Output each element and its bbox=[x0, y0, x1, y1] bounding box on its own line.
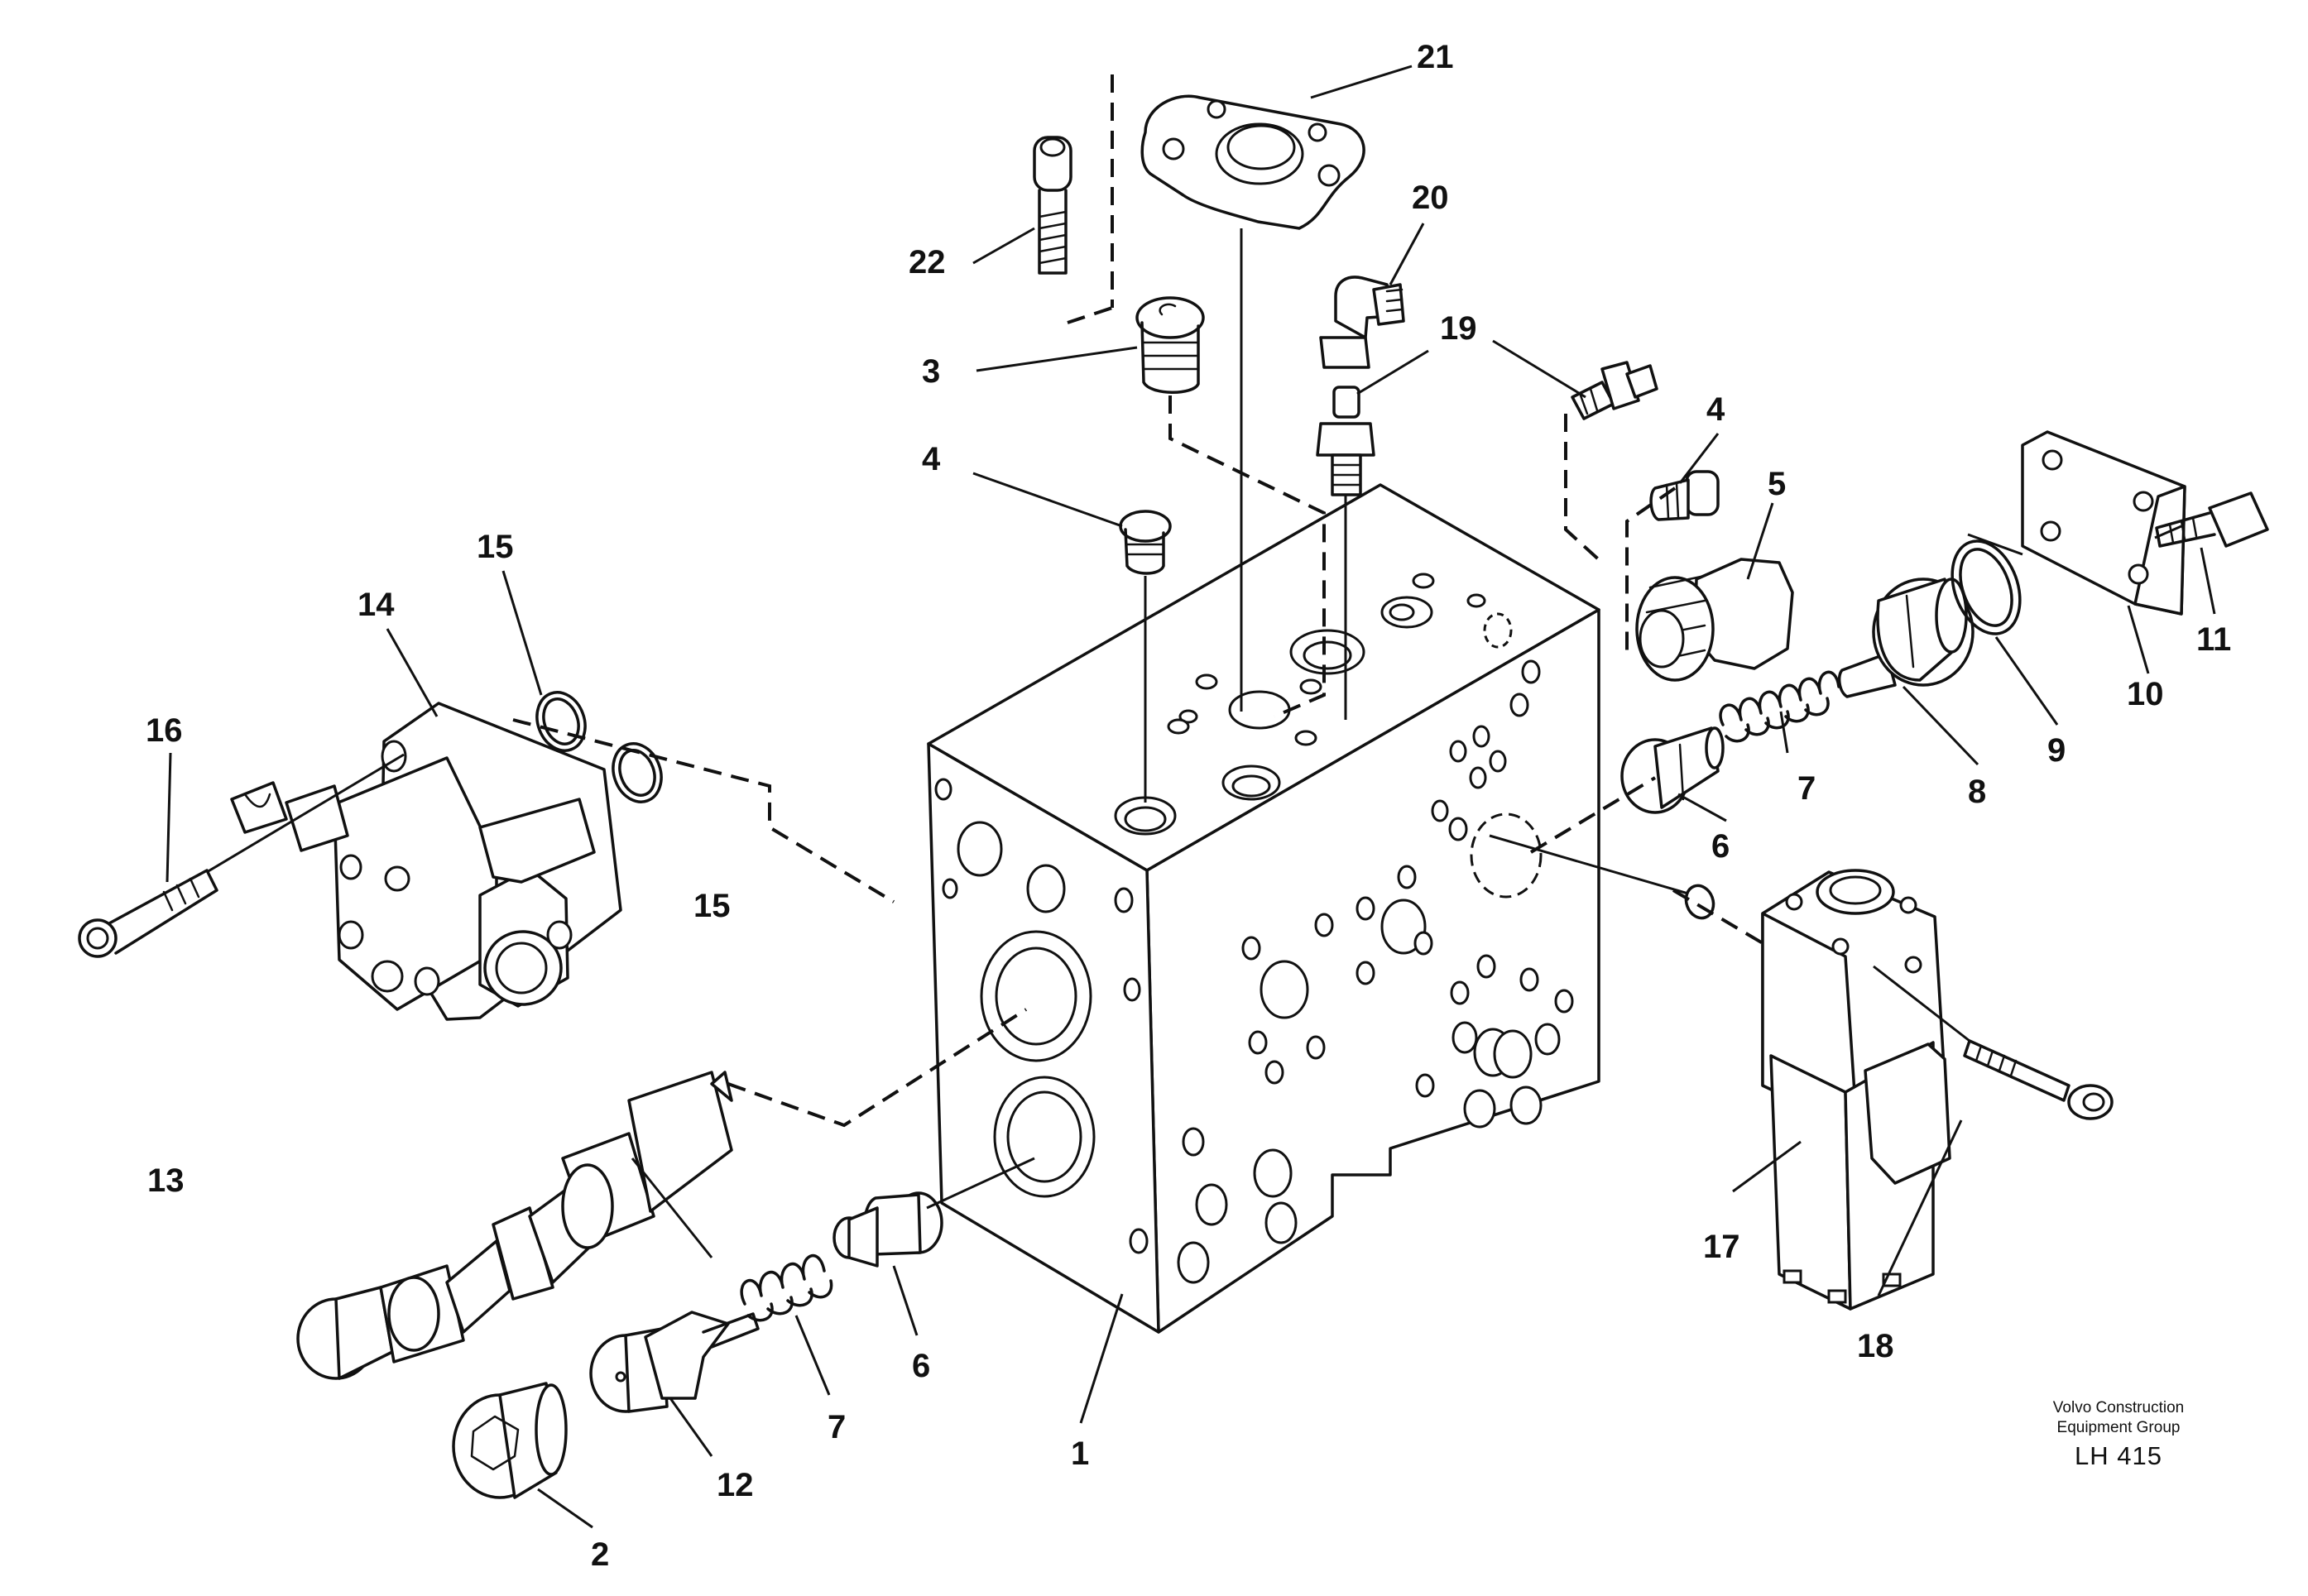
callout-3: 3 bbox=[922, 353, 940, 390]
part-1-valve-block[interactable] bbox=[927, 483, 1600, 1334]
footer-drawing-code: LH 415 bbox=[2075, 1441, 2162, 1470]
callout-1: 1 bbox=[1071, 1435, 1089, 1472]
part-7-spring-lower[interactable] bbox=[740, 1253, 833, 1322]
callout-7-lower: 7 bbox=[828, 1409, 846, 1445]
callout-11: 11 bbox=[2196, 621, 2231, 658]
part-17-solenoid-valve[interactable] bbox=[1761, 869, 1951, 1311]
callout-19: 19 bbox=[1440, 310, 1477, 347]
part-12-stem[interactable] bbox=[589, 1311, 760, 1413]
part-7-spring-right[interactable] bbox=[1719, 670, 1840, 743]
callout-18: 18 bbox=[1857, 1328, 1894, 1364]
part-10-cover-plate[interactable] bbox=[2021, 430, 2186, 616]
footer-company-line1: Volvo Construction bbox=[2052, 1399, 2185, 1416]
callout-17: 17 bbox=[1703, 1229, 1740, 1265]
callout-9: 9 bbox=[2047, 732, 2066, 769]
part-6-poppet-lower[interactable] bbox=[833, 1191, 943, 1268]
part-19-fitting-left[interactable] bbox=[1316, 386, 1375, 496]
callout-15-upper: 15 bbox=[477, 529, 514, 565]
callout-13: 13 bbox=[147, 1162, 185, 1199]
part-9-o-ring[interactable] bbox=[1940, 532, 2032, 644]
part-20-elbow-fitting[interactable] bbox=[1319, 276, 1405, 369]
part-15-o-ring-lower[interactable] bbox=[605, 737, 669, 809]
part-11-bolt[interactable] bbox=[2155, 491, 2269, 548]
callout-16: 16 bbox=[146, 712, 183, 749]
callout-6-right: 6 bbox=[1711, 828, 1730, 865]
callout-22: 22 bbox=[909, 244, 946, 280]
callout-12: 12 bbox=[717, 1467, 754, 1503]
part-13-spool[interactable] bbox=[296, 1071, 733, 1380]
callout-15-lower: 15 bbox=[693, 888, 731, 924]
part-2-end-plug[interactable] bbox=[452, 1382, 568, 1499]
part-22-bolt[interactable] bbox=[1033, 136, 1072, 275]
part-4-plug-top[interactable] bbox=[1119, 510, 1172, 575]
callout-21: 21 bbox=[1417, 39, 1454, 75]
part-8-plunger[interactable] bbox=[1837, 578, 1975, 698]
part-16-bolt[interactable] bbox=[78, 869, 218, 958]
part-21-flange[interactable] bbox=[1140, 94, 1365, 230]
callout-20: 20 bbox=[1412, 180, 1449, 216]
callout-10: 10 bbox=[2127, 676, 2164, 712]
callout-8: 8 bbox=[1968, 774, 1986, 810]
callout-14: 14 bbox=[357, 587, 395, 623]
part-4-plug-right[interactable] bbox=[1649, 470, 1720, 521]
part-14-pilot-valve[interactable] bbox=[230, 702, 622, 1021]
callout-4-right: 4 bbox=[1706, 391, 1725, 428]
part-3-plug[interactable] bbox=[1135, 296, 1205, 394]
part-5-large-plug[interactable] bbox=[1635, 558, 1794, 682]
callout-numbers: 21 20 22 19 3 4 4 5 15 15 14 16 11 10 9 … bbox=[146, 39, 2231, 1573]
part-19-fitting-right[interactable] bbox=[1571, 361, 1658, 420]
part-18-bolt[interactable] bbox=[1963, 1039, 2114, 1120]
small-o-ring[interactable] bbox=[1682, 882, 1718, 923]
callout-4-top: 4 bbox=[922, 441, 941, 477]
callout-2: 2 bbox=[591, 1536, 609, 1573]
callout-7-right: 7 bbox=[1797, 770, 1816, 807]
footer-company-line2: Equipment Group bbox=[2056, 1419, 2181, 1436]
assembly-dashed-lines bbox=[512, 74, 1764, 1128]
assembly-center-lines bbox=[206, 228, 2182, 1210]
callout-leader-lines bbox=[166, 65, 2216, 1529]
callout-6-lower: 6 bbox=[912, 1348, 930, 1384]
callout-5: 5 bbox=[1768, 466, 1786, 502]
publisher-footer: Volvo Construction Equipment Group LH 41… bbox=[2003, 1398, 2234, 1474]
part-6-poppet-right[interactable] bbox=[1620, 726, 1725, 814]
